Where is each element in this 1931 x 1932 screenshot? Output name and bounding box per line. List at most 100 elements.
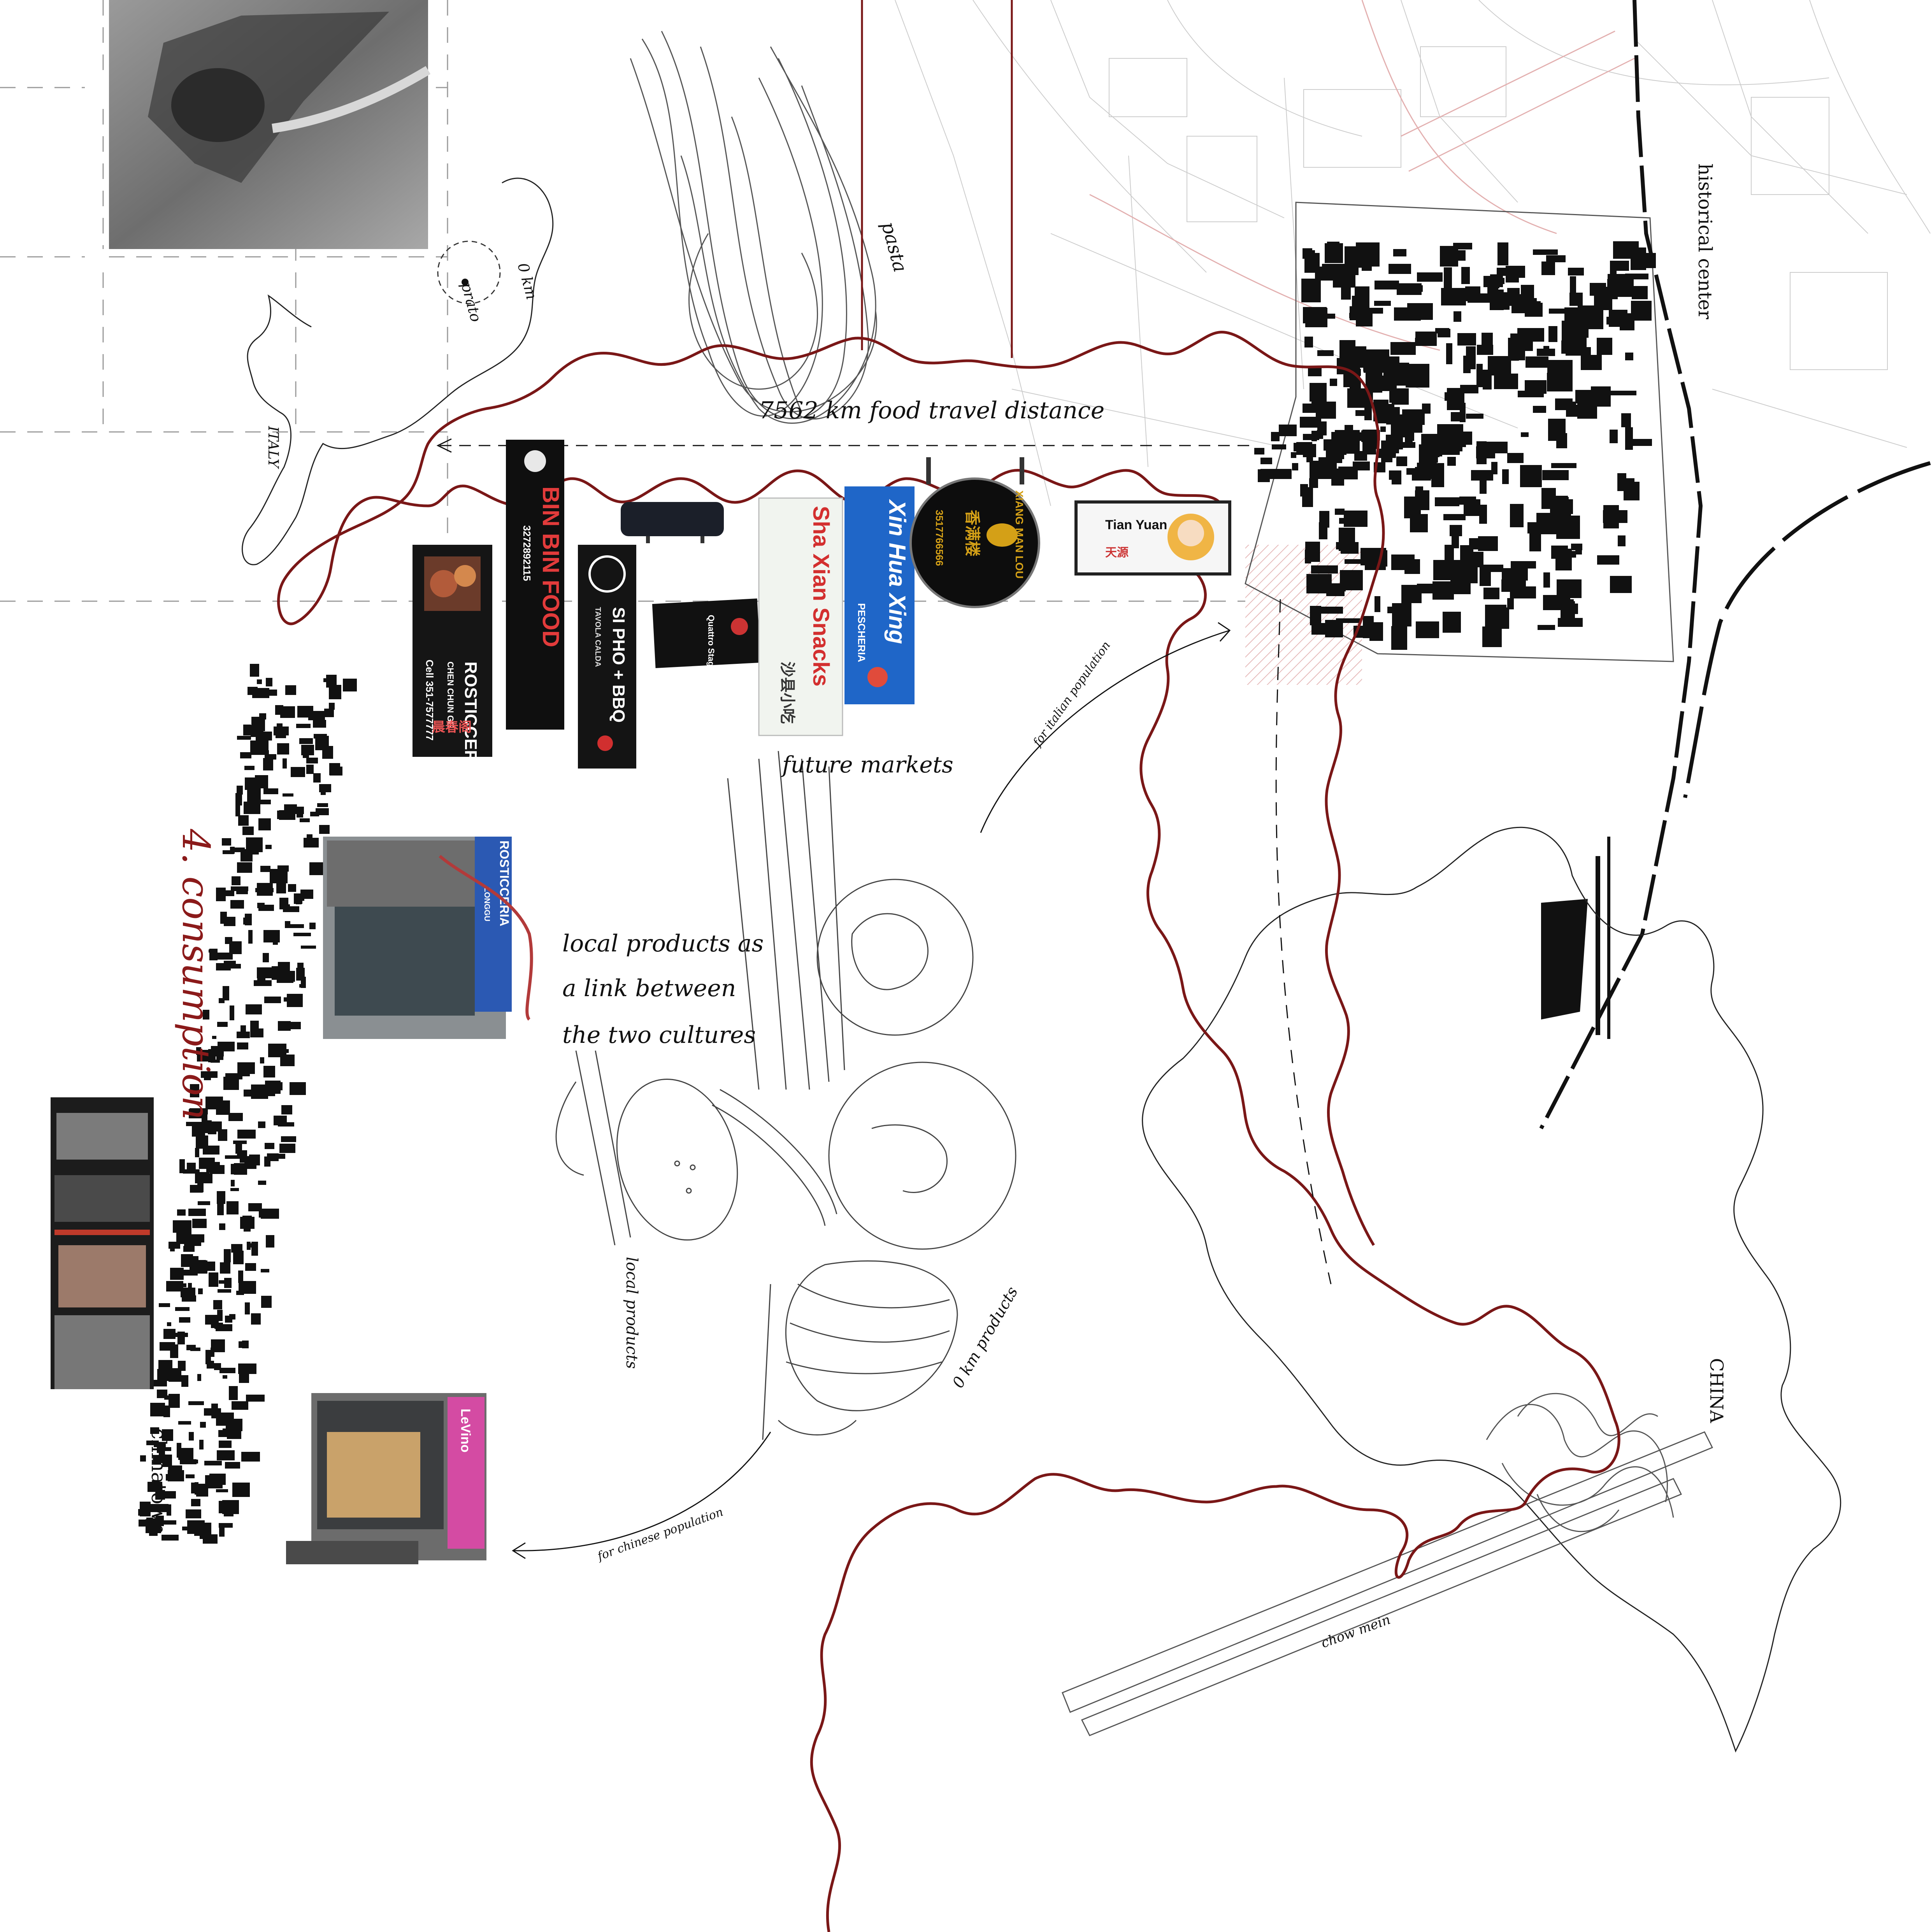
building-footprint <box>1444 267 1452 290</box>
building-footprint <box>201 1071 218 1078</box>
building-footprint <box>188 1209 206 1216</box>
building-footprint <box>266 1235 274 1248</box>
building-footprint <box>283 793 293 797</box>
building-footprint <box>301 745 314 755</box>
building-footprint <box>1406 364 1429 388</box>
building-footprint <box>181 1375 188 1387</box>
building-footprint <box>1518 391 1544 397</box>
building-footprint <box>163 1406 170 1417</box>
building-footprint <box>1625 353 1633 360</box>
building-footprint <box>237 1042 248 1049</box>
building-footprint <box>1324 469 1343 479</box>
sign-xiang-man-lou: XIANG MAN LOU 香满楼 3517766566 <box>909 457 1040 608</box>
svg-text:天源: 天源 <box>1105 546 1129 559</box>
building-footprint <box>1391 626 1407 650</box>
building-footprint <box>181 1254 193 1267</box>
consumption-title: 4. consumption <box>174 828 218 1120</box>
arrow-italian-population <box>980 622 1231 833</box>
building-footprint <box>146 1518 153 1524</box>
svg-text:XIANG MAN LOU: XIANG MAN LOU <box>1013 490 1025 579</box>
building-footprint <box>260 690 277 696</box>
building-footprint <box>1464 499 1480 516</box>
svg-text:LeVino: LeVino <box>458 1409 473 1453</box>
building-footprint <box>1445 545 1454 567</box>
building-footprint <box>183 1169 200 1174</box>
svg-text:Cell 351-7577777: Cell 351-7577777 <box>424 660 435 741</box>
building-footprint <box>245 1302 250 1314</box>
building-footprint <box>219 1528 225 1537</box>
building-footprint <box>229 941 242 954</box>
building-footprint <box>1445 392 1450 401</box>
building-footprint <box>1339 340 1355 347</box>
building-footprint <box>274 726 289 735</box>
building-footprint <box>220 1262 230 1274</box>
building-footprint <box>304 838 319 848</box>
building-footprint <box>1360 308 1383 314</box>
svg-text:3517766566: 3517766566 <box>934 510 945 566</box>
building-footprint <box>1471 470 1493 481</box>
building-footprint <box>1315 267 1341 281</box>
building-footprint <box>1417 272 1443 282</box>
zero-km-products-label: 0 km products <box>949 1284 1022 1391</box>
building-footprint <box>1336 618 1360 623</box>
building-footprint <box>1542 470 1569 480</box>
building-footprint <box>140 1502 151 1516</box>
building-footprint <box>299 984 305 988</box>
building-footprint <box>1412 470 1431 481</box>
svg-text:CHEN CHUN GE: CHEN CHUN GE <box>446 662 455 728</box>
building-footprint <box>1349 313 1372 318</box>
building-footprint <box>263 1066 275 1077</box>
building-footprint <box>274 1116 287 1125</box>
building-footprint <box>1476 441 1487 464</box>
building-footprint <box>225 1316 232 1323</box>
building-footprint <box>219 1368 235 1373</box>
building-footprint <box>1476 364 1483 387</box>
svg-text:Sha Xian Snacks: Sha Xian Snacks <box>808 506 834 686</box>
building-footprint <box>204 1076 211 1080</box>
pasta-noodles-drawing <box>630 31 877 424</box>
building-footprint <box>1303 307 1327 323</box>
building-footprint <box>1506 275 1519 283</box>
chow-mein-label: chow mein <box>1319 1612 1392 1651</box>
building-footprint <box>189 1432 194 1441</box>
building-footprint <box>258 1121 265 1128</box>
building-footprint <box>261 1296 272 1308</box>
building-footprint <box>1435 497 1459 506</box>
svg-text:ROSTICCERIA: ROSTICCERIA <box>461 662 480 779</box>
building-footprint <box>299 738 313 744</box>
building-footprint <box>1306 457 1313 462</box>
building-footprint <box>157 1369 176 1381</box>
building-footprint <box>296 897 302 904</box>
building-footprint <box>233 1141 247 1144</box>
building-footprint <box>1562 332 1587 349</box>
building-footprint <box>1366 370 1382 393</box>
future-markets-label: future markets <box>781 751 953 778</box>
building-footprint <box>308 711 325 720</box>
building-footprint <box>1479 505 1487 524</box>
sign-sha-xian-snacks: Sha Xian Snacks 沙县小吃 <box>758 497 843 736</box>
svg-text:沙县小吃: 沙县小吃 <box>779 662 796 724</box>
historical-center-label: historical center <box>1694 163 1716 319</box>
building-footprint <box>222 838 231 846</box>
building-footprint <box>192 1122 205 1137</box>
building-footprint <box>1494 292 1508 302</box>
building-footprint <box>150 1403 165 1416</box>
building-footprint <box>228 1113 243 1121</box>
building-footprint <box>1362 440 1376 454</box>
building-footprint <box>1353 462 1370 470</box>
italy-outline <box>242 177 554 565</box>
building-footprint <box>1578 305 1603 329</box>
building-footprint <box>225 1462 240 1469</box>
building-footprint <box>1557 579 1582 598</box>
building-footprint <box>217 1310 223 1321</box>
building-footprint <box>1520 465 1542 487</box>
building-footprint <box>230 1188 239 1191</box>
building-footprint <box>1581 355 1602 370</box>
building-footprint <box>253 1091 268 1099</box>
building-footprint <box>260 1057 264 1063</box>
building-footprint <box>1443 612 1461 633</box>
building-footprint <box>1364 349 1389 373</box>
aerial-photo-prato <box>85 0 431 268</box>
building-footprint <box>1460 385 1478 393</box>
prato-marker-circle <box>437 240 501 304</box>
